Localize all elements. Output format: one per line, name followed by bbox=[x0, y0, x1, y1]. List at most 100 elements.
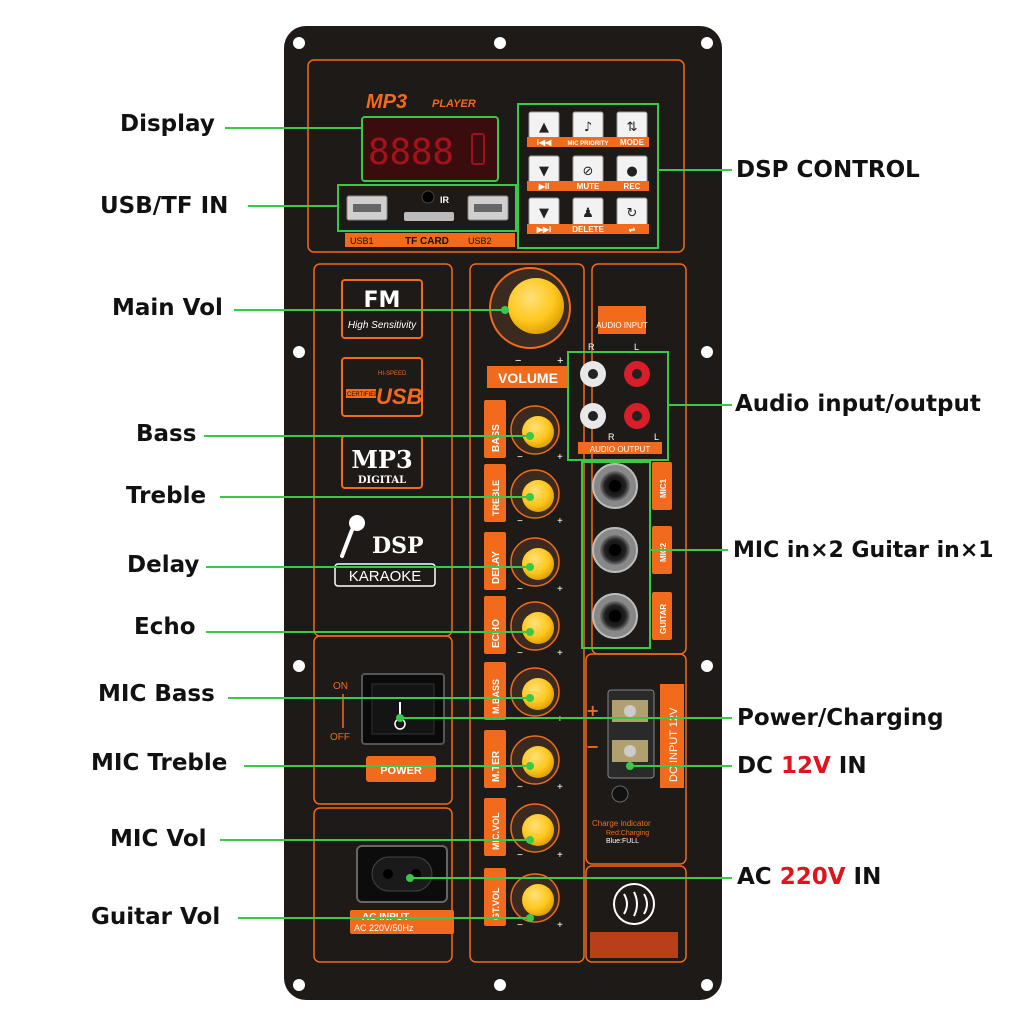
volume-label: VOLUME bbox=[498, 370, 558, 386]
knob-0[interactable] bbox=[522, 416, 554, 448]
dsp-button-glyph: ♪ bbox=[584, 120, 592, 135]
l-label-top: L bbox=[634, 342, 639, 352]
usb1-label: USB1 bbox=[350, 236, 374, 246]
dsp-button-glyph: ▼ bbox=[539, 164, 549, 179]
off-label: OFF bbox=[330, 732, 350, 743]
dsp-button-6[interactable]: ▼ bbox=[528, 197, 560, 227]
knob-label: GT.VOL bbox=[491, 887, 501, 920]
dsp-button-7[interactable]: ♟ bbox=[572, 197, 604, 227]
knob-plus: + bbox=[557, 516, 563, 527]
knob-minus: − bbox=[517, 714, 523, 725]
dsp-row-label: MODE bbox=[620, 138, 645, 147]
dsp-button-glyph: ↻ bbox=[627, 206, 638, 221]
callout-ac-highlight: 220V bbox=[779, 864, 846, 890]
knob-7[interactable] bbox=[522, 884, 554, 916]
usb-badge-main: USB bbox=[376, 384, 423, 409]
knob-4[interactable] bbox=[522, 678, 554, 710]
callout-delay: Delay bbox=[127, 552, 200, 578]
usb-certified-badge bbox=[341, 357, 423, 417]
usb2-label: USB2 bbox=[468, 236, 492, 246]
knob-3[interactable] bbox=[522, 612, 554, 644]
dsp-button-8[interactable]: ↻ bbox=[616, 197, 648, 227]
audio-output-label: AUDIO OUTPUT bbox=[590, 445, 651, 454]
r-label-bottom: R bbox=[608, 432, 615, 442]
dsp-row-label: MIC PRIORITY bbox=[567, 141, 608, 147]
dsp-button-glyph: ⊘ bbox=[583, 164, 594, 179]
knob-5[interactable] bbox=[522, 746, 554, 778]
dsp-row-label: I◀◀ bbox=[537, 138, 552, 147]
callout-dsp-control: DSP CONTROL bbox=[736, 157, 920, 183]
knob-label: BASS bbox=[491, 424, 502, 452]
knob-plus: + bbox=[557, 452, 563, 463]
knob-label: MIC.VOL bbox=[491, 812, 501, 850]
jack-label: GUITAR bbox=[659, 604, 668, 634]
dsp-row-label: ▶II bbox=[538, 182, 550, 191]
dsp-button-0[interactable]: ▲ bbox=[528, 111, 560, 141]
dsp-button-glyph: ▲ bbox=[539, 120, 549, 135]
tf-card-slot[interactable] bbox=[404, 212, 454, 221]
knob-minus: − bbox=[517, 452, 523, 463]
knob-1[interactable] bbox=[522, 480, 554, 512]
knob-minus: − bbox=[517, 584, 523, 595]
led-display bbox=[361, 116, 499, 182]
callout-mic-vol: MIC Vol bbox=[110, 826, 207, 852]
callout-dc-12v-in: DC 12V IN bbox=[737, 755, 867, 778]
dsp-button-1[interactable]: ♪ bbox=[572, 111, 604, 141]
dsp-row-label: ▶▶I bbox=[536, 225, 552, 234]
mp3-badge-sub: DIGITAL bbox=[358, 475, 406, 486]
callout-echo: Echo bbox=[134, 614, 196, 640]
l-label-bottom: L bbox=[654, 432, 659, 442]
dc-minus: − bbox=[586, 737, 599, 756]
karaoke-label: KARAOKE bbox=[349, 568, 422, 585]
knob-minus: − bbox=[517, 920, 523, 931]
dsp-button-5[interactable]: ● bbox=[616, 155, 648, 185]
knob-2[interactable] bbox=[522, 548, 554, 580]
callout-display: Display bbox=[120, 111, 215, 137]
usb-tf-area bbox=[337, 184, 517, 232]
dsp-button-2[interactable]: ⇅ bbox=[616, 111, 648, 141]
mp3-player-logo-suffix: PLAYER bbox=[432, 98, 476, 110]
mic-guitar-area bbox=[581, 461, 651, 649]
dsp-row-label: ⇌ bbox=[629, 225, 636, 234]
dsp-control-area bbox=[517, 103, 659, 249]
callout-treble: Treble bbox=[126, 483, 207, 509]
ac-input-rating: AC 220V/50Hz bbox=[354, 923, 414, 933]
callout-dc-post: IN bbox=[830, 753, 867, 779]
callout-bass: Bass bbox=[136, 421, 197, 447]
dsp-button-grid: ▲ ♪ ⇅ ▼ ⊘ ● ▼ ♟ ↻ bbox=[528, 111, 648, 227]
charge-indicator-label: Charge indicator bbox=[592, 819, 651, 828]
main-vol-minus: − bbox=[515, 355, 521, 367]
mp3-player-logo: MP3 bbox=[366, 91, 407, 113]
dsp-row-label: REC bbox=[624, 182, 641, 191]
mp3-badge-logo: MP3 bbox=[351, 445, 412, 474]
dsp-button-glyph: ♟ bbox=[582, 206, 594, 221]
knob-minus: − bbox=[517, 648, 523, 659]
rca-jacks[interactable] bbox=[580, 361, 650, 429]
dsp-button-4[interactable]: ⊘ bbox=[572, 155, 604, 185]
dsp-button-3[interactable]: ▼ bbox=[528, 155, 560, 185]
callout-mic-guitar: MIC in×2 Guitar in×1 bbox=[733, 538, 994, 563]
callout-lines bbox=[204, 127, 732, 922]
callout-mic-bass: MIC Bass bbox=[98, 681, 215, 707]
speaker-grille bbox=[590, 932, 678, 958]
knob-minus: − bbox=[517, 850, 523, 861]
usb-badge-left: CERTIFIED bbox=[347, 392, 379, 398]
jack-label: MIC2 bbox=[659, 542, 668, 562]
charge-indicator-led bbox=[611, 785, 629, 803]
callout-dc-highlight: 12V bbox=[780, 753, 831, 779]
knob-minus: − bbox=[517, 782, 523, 793]
dsp-button-glyph: ● bbox=[626, 164, 637, 179]
dsp-row-label: MUTE bbox=[577, 182, 600, 191]
fm-sub-label: High Sensitivity bbox=[348, 320, 417, 331]
charge-blue-label: Blue:FULL bbox=[606, 838, 639, 845]
section-outlines bbox=[307, 59, 687, 963]
ir-label: IR bbox=[440, 195, 450, 205]
callout-ac-pre: AC bbox=[737, 864, 780, 890]
dc-plus: + bbox=[586, 701, 599, 720]
r-label-top: R bbox=[588, 342, 595, 352]
knob-plus: + bbox=[557, 714, 563, 725]
main-volume-knob[interactable] bbox=[508, 278, 564, 334]
knob-plus: + bbox=[557, 648, 563, 659]
